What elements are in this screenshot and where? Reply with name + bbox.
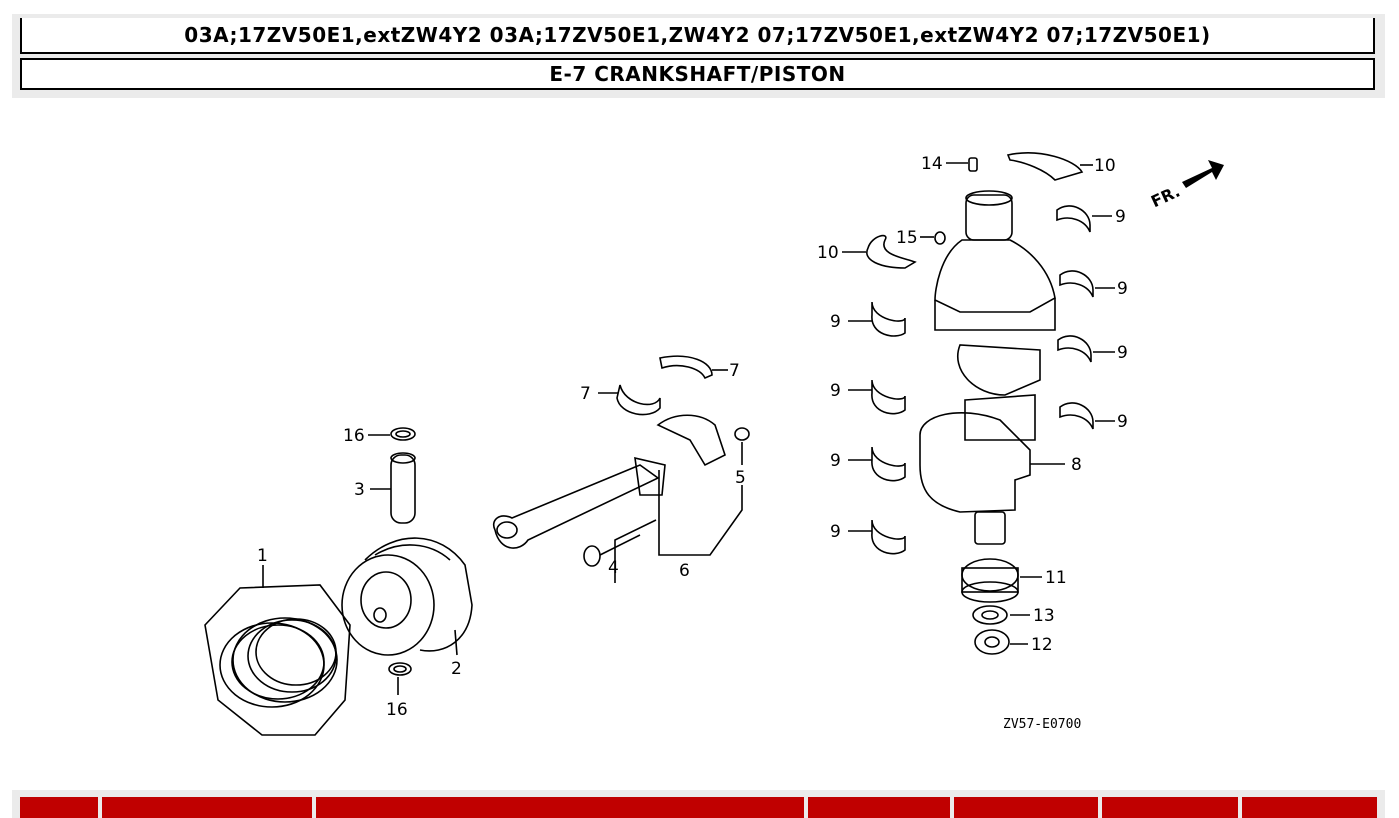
callout-11: 11 [1045,568,1067,588]
callout-9a: 9 [1115,207,1126,227]
header-panel: 03A;17ZV50E1,extZW4Y2 03A;17ZV50E1,ZW4Y2… [12,14,1385,98]
callout-16b: 16 [386,700,408,720]
column-header-part-number[interactable] [102,797,312,818]
callout-12: 12 [1031,635,1053,655]
callout-4: 4 [608,558,619,578]
column-header-availability[interactable] [1102,797,1238,818]
callout-9d: 9 [1117,412,1128,432]
callout-7b: 7 [729,361,740,381]
direction-label: FR. [1148,182,1183,212]
column-header-description[interactable] [316,797,804,818]
exploded-view-svg: FR. 1 2 3 4 5 6 7 7 8 9 9 9 9 9 9 9 9 10… [204,152,1224,736]
column-header-qty[interactable] [808,797,950,818]
callout-9e: 9 [830,312,841,332]
direction-arrow: FR. [1148,160,1224,211]
callout-9c: 9 [1117,343,1128,363]
callout-6: 6 [679,561,690,581]
callout-7a: 7 [580,384,591,404]
callout-15: 15 [896,228,918,248]
callout-16a: 16 [343,426,365,446]
connecting-rod [493,414,726,549]
callout-13: 13 [1033,606,1055,626]
crankshaft [919,190,1065,545]
callout-10a: 10 [1094,156,1116,176]
parts-diagram: FR. 1 2 3 4 5 6 7 7 8 9 9 9 9 9 9 9 9 10… [150,130,1260,760]
callout-9g: 9 [830,451,841,471]
callout-9f: 9 [830,381,841,401]
callout-2: 2 [451,659,462,679]
column-header-price[interactable] [954,797,1098,818]
models-line: 03A;17ZV50E1,extZW4Y2 03A;17ZV50E1,ZW4Y2… [20,18,1375,54]
callout-9h: 9 [830,522,841,542]
callout-5: 5 [735,468,746,488]
piston [341,537,473,656]
callout-1: 1 [257,546,268,566]
column-header-ref[interactable] [20,797,98,818]
piston-rings [204,584,351,736]
callout-9b: 9 [1117,279,1128,299]
callout-3: 3 [354,480,365,500]
column-header-order[interactable] [1242,797,1377,818]
section-title: E-7 CRANKSHAFT/PISTON [20,58,1375,90]
callout-10b: 10 [817,243,839,263]
callout-8: 8 [1071,455,1082,475]
parts-table-header [12,790,1385,818]
figure-code: ZV57-E0700 [1003,717,1081,732]
callout-14: 14 [921,154,943,174]
